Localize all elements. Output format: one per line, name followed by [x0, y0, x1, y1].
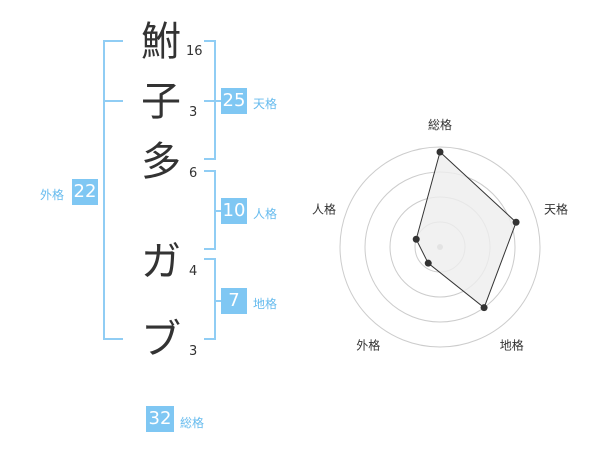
tenkaku-value: 25: [221, 88, 247, 114]
jinkaku-bracket-bottom: [204, 158, 216, 160]
radar-axis-label-1: 天格: [544, 201, 568, 216]
stroke-count-3: 6: [189, 166, 198, 181]
jinkaku2-bracket-top: [204, 170, 216, 172]
radar-point-4: [412, 235, 420, 243]
name-char-5: ブ: [141, 317, 181, 363]
tenkaku-bracket-tick: [214, 100, 222, 102]
name-char-4: ガ: [141, 239, 181, 285]
tenkaku-bracket-bottom: [204, 100, 216, 102]
tenkaku-bracket-vertical: [214, 40, 216, 102]
radar-axis-label-3: 外格: [356, 338, 380, 353]
radar-point-2: [480, 304, 488, 312]
soukaku-label: 総格: [180, 416, 205, 430]
name-char-1: 鮒: [141, 19, 181, 65]
radar-series-shape: [415, 151, 517, 309]
gaikaku-value: 22: [72, 179, 98, 205]
radar-axis-label-2: 地格: [500, 338, 524, 353]
jinkaku-bracket-vertical: [214, 100, 216, 160]
stroke-count-5: 3: [189, 344, 198, 359]
stroke-count-2: 3: [189, 105, 198, 120]
chikaku-value: 7: [221, 288, 247, 314]
chikaku-bracket-vertical: [214, 258, 216, 340]
jinkaku-bracket-tick: [214, 210, 222, 212]
radar-axis-label-0: 総格: [428, 117, 452, 132]
gaikaku-bracket-mid: [103, 100, 123, 102]
soukaku-value: 32: [146, 406, 174, 432]
jinkaku-label: 人格: [253, 207, 278, 221]
name-char-3: 多: [141, 139, 181, 185]
gaikaku-label: 外格: [40, 188, 65, 202]
name-char-2: 子: [141, 79, 181, 125]
chikaku-bracket-top: [204, 258, 216, 260]
tenkaku-bracket-top: [204, 40, 216, 42]
gaikaku-bracket-bottom: [103, 338, 123, 340]
jinkaku-value: 10: [221, 198, 247, 224]
stroke-count-4: 4: [189, 264, 198, 279]
radar-axis-label-4: 人格: [312, 201, 336, 216]
radar-point-0: [436, 148, 444, 156]
chikaku-bracket-tick: [214, 300, 222, 302]
chikaku-bracket-bottom: [204, 338, 216, 340]
chikaku-label: 地格: [253, 297, 278, 311]
gaikaku-bracket-top: [103, 40, 123, 42]
jinkaku2-bracket-bottom: [204, 248, 216, 250]
radar-point-3: [424, 259, 432, 267]
radar-ring-4: [339, 146, 541, 348]
stroke-count-1: 16: [186, 44, 203, 59]
gaikaku-bracket-vertical: [103, 40, 105, 340]
radar-point-1: [512, 218, 520, 226]
tenkaku-label: 天格: [253, 97, 278, 111]
